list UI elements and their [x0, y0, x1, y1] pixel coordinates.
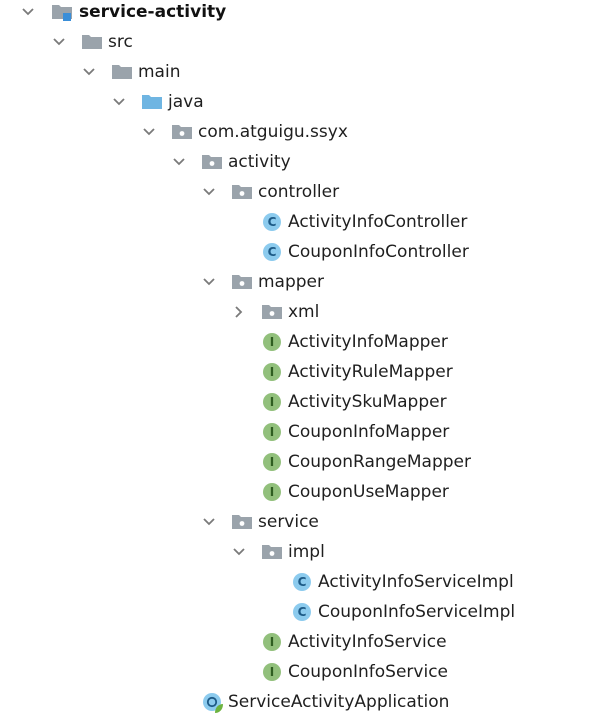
- tree-node-label: controller: [258, 182, 340, 202]
- package-icon: [232, 185, 252, 199]
- interface-icon: I: [263, 483, 281, 501]
- svg-text:C: C: [298, 575, 307, 589]
- chevron-down-icon[interactable]: [141, 124, 157, 140]
- tree-node-label: CouponInfoMapper: [288, 422, 450, 442]
- tree-node-java[interactable]: java: [0, 87, 616, 117]
- tree-node-package-controller[interactable]: controller: [0, 177, 616, 207]
- svg-text:C: C: [298, 605, 307, 619]
- tree-node-label: src: [108, 32, 133, 52]
- tree-node-label: CouponUseMapper: [288, 482, 449, 502]
- svg-text:I: I: [270, 335, 274, 349]
- tree-node-label: xml: [288, 302, 320, 322]
- interface-icon: I: [263, 453, 281, 471]
- source-folder-icon: [142, 95, 162, 109]
- chevron-down-icon[interactable]: [20, 4, 36, 20]
- tree-node-activity-info-controller[interactable]: C ActivityInfoController: [0, 207, 616, 237]
- tree-node-label: ServiceActivityApplication: [228, 692, 450, 712]
- chevron-down-icon[interactable]: [201, 274, 217, 290]
- chevron-down-icon[interactable]: [201, 514, 217, 530]
- tree-node-label: CouponRangeMapper: [288, 452, 472, 472]
- chevron-down-icon[interactable]: [81, 64, 97, 80]
- tree-node-label: impl: [288, 542, 325, 562]
- tree-node-label: main: [138, 62, 181, 82]
- tree-node-package-mapper[interactable]: mapper: [0, 267, 616, 297]
- svg-text:I: I: [270, 395, 274, 409]
- tree-node-activity-rule-mapper[interactable]: I ActivityRuleMapper: [0, 357, 616, 387]
- svg-text:I: I: [270, 635, 274, 649]
- package-icon: [232, 515, 252, 529]
- interface-icon: I: [263, 663, 281, 681]
- chevron-right-icon[interactable]: [231, 304, 247, 320]
- tree-node-coupon-range-mapper[interactable]: I CouponRangeMapper: [0, 447, 616, 477]
- tree-node-coupon-info-mapper[interactable]: I CouponInfoMapper: [0, 417, 616, 447]
- package-icon: [262, 545, 282, 559]
- tree-node-label: service: [258, 512, 319, 532]
- tree-node-activity-info-service-impl[interactable]: C ActivityInfoServiceImpl: [0, 567, 616, 597]
- svg-text:I: I: [270, 425, 274, 439]
- tree-node-label: com.atguigu.ssyx: [198, 122, 348, 142]
- folder-icon: [82, 35, 102, 49]
- tree-node-package-service[interactable]: service: [0, 507, 616, 537]
- tree-node-package-xml[interactable]: xml: [0, 297, 616, 327]
- svg-text:I: I: [270, 485, 274, 499]
- class-icon: C: [263, 213, 281, 231]
- spring-boot-class-icon: [203, 693, 223, 713]
- interface-icon: I: [263, 633, 281, 651]
- interface-icon: I: [263, 393, 281, 411]
- interface-icon: I: [263, 363, 281, 381]
- tree-node-coupon-info-service-impl[interactable]: C CouponInfoServiceImpl: [0, 597, 616, 627]
- svg-text:I: I: [270, 665, 274, 679]
- tree-node-label: activity: [228, 152, 291, 172]
- tree-node-label: mapper: [258, 272, 325, 292]
- interface-icon: I: [263, 423, 281, 441]
- chevron-down-icon[interactable]: [231, 544, 247, 560]
- tree-node-coupon-use-mapper[interactable]: I CouponUseMapper: [0, 477, 616, 507]
- chevron-down-icon[interactable]: [201, 184, 217, 200]
- class-icon: C: [263, 243, 281, 261]
- tree-node-label: ActivitySkuMapper: [288, 392, 447, 412]
- tree-node-coupon-info-service[interactable]: I CouponInfoService: [0, 657, 616, 687]
- svg-text:I: I: [270, 365, 274, 379]
- tree-node-label: CouponInfoService: [288, 662, 449, 682]
- chevron-down-icon[interactable]: [111, 94, 127, 110]
- tree-node-label: ActivityInfoService: [288, 632, 447, 652]
- package-icon: [262, 305, 282, 319]
- tree-node-label: ActivityInfoServiceImpl: [318, 572, 514, 592]
- tree-node-label: CouponInfoServiceImpl: [318, 602, 516, 622]
- tree-node-activity-info-mapper[interactable]: I ActivityInfoMapper: [0, 327, 616, 357]
- tree-node-label: ActivityInfoController: [288, 212, 468, 232]
- tree-node-label: java: [168, 92, 204, 112]
- tree-node-label: service-activity: [79, 2, 227, 22]
- chevron-down-icon[interactable]: [51, 34, 67, 50]
- svg-text:C: C: [268, 245, 277, 259]
- tree-node-package-activity[interactable]: activity: [0, 147, 616, 177]
- tree-node-package-com-atguigu-ssyx[interactable]: com.atguigu.ssyx: [0, 117, 616, 147]
- class-icon: C: [293, 573, 311, 591]
- package-icon: [202, 155, 222, 169]
- tree-node-service-activity-application[interactable]: ServiceActivityApplication: [0, 687, 616, 717]
- interface-icon: I: [263, 333, 281, 351]
- tree-node-coupon-info-controller[interactable]: C CouponInfoController: [0, 237, 616, 267]
- tree-node-label: CouponInfoController: [288, 242, 469, 262]
- folder-icon: [112, 65, 132, 79]
- chevron-down-icon[interactable]: [171, 154, 187, 170]
- tree-node-label: ActivityRuleMapper: [288, 362, 453, 382]
- tree-node-main[interactable]: main: [0, 57, 616, 87]
- tree-node-activity-sku-mapper[interactable]: I ActivitySkuMapper: [0, 387, 616, 417]
- package-icon: [172, 125, 192, 139]
- tree-node-src[interactable]: src: [0, 27, 616, 57]
- module-folder-icon: [52, 5, 72, 21]
- tree-node-activity-info-service[interactable]: I ActivityInfoService: [0, 627, 616, 657]
- svg-text:I: I: [270, 455, 274, 469]
- package-icon: [232, 275, 252, 289]
- tree-node-label: ActivityInfoMapper: [288, 332, 448, 352]
- class-icon: C: [293, 603, 311, 621]
- tree-node-package-impl[interactable]: impl: [0, 537, 616, 567]
- svg-text:C: C: [268, 215, 277, 229]
- tree-node-service-activity[interactable]: service-activity: [0, 0, 616, 27]
